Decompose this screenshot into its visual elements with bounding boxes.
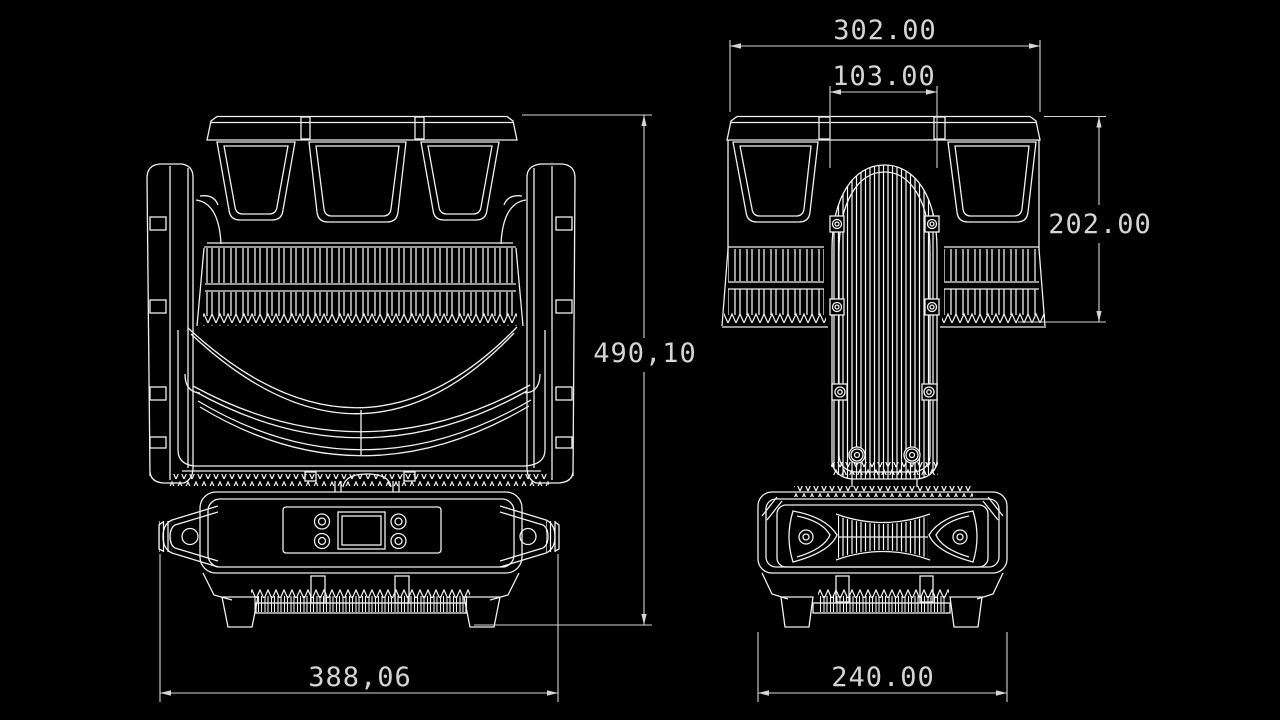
dimension-base-front-width: 388,06: [159, 554, 559, 702]
dimension-label-base-front-width: 388,06: [308, 662, 412, 693]
side-handle-vent: [788, 510, 978, 563]
dimension-label-base-side-width: 240.00: [831, 662, 935, 693]
side-foot-left: [780, 596, 814, 628]
front-heatsink: [196, 242, 524, 327]
front-view: [146, 115, 576, 628]
side-heatsink: [721, 140, 1046, 328]
front-head-shell: [177, 326, 546, 472]
front-right-handle: [499, 505, 560, 568]
side-head-top-band: [726, 115, 1041, 141]
menu-buttons: [313, 513, 407, 550]
side-lens-hoods: [732, 141, 1037, 223]
dimension-head-height: 202.00: [1018, 115, 1152, 323]
dimension-base-side-width: 240.00: [757, 632, 1008, 702]
front-base: [158, 491, 560, 628]
front-foot-right: [463, 596, 501, 628]
dimension-label-yoke-width: 103.00: [832, 61, 936, 92]
front-foot-left: [221, 596, 259, 628]
arm-screws: [829, 215, 940, 464]
dimension-yoke-width: 103.00: [829, 61, 938, 168]
front-head-top-band: [206, 115, 518, 141]
front-pan-joint: [170, 471, 549, 492]
dimension-label-head-width: 302.00: [833, 15, 937, 46]
dimension-head-width: 302.00: [729, 15, 1041, 112]
front-right-yoke-arm: [526, 163, 576, 484]
front-left-handle: [158, 505, 219, 568]
front-left-yoke-arm: [146, 163, 194, 484]
dimension-label-total-height: 490,10: [593, 338, 697, 369]
side-foot-right: [949, 596, 983, 628]
side-base: [757, 486, 1008, 628]
front-lens-hoods: [216, 141, 500, 223]
side-yoke-arm: [829, 164, 940, 487]
side-view: [721, 115, 1046, 628]
front-yoke-bracket-right: [500, 195, 527, 245]
dimensions: 302.00 103.00 202.00 490,10: [159, 15, 1152, 702]
dimension-total-height: 490,10: [474, 114, 697, 626]
front-yoke-bracket-left: [195, 195, 222, 245]
dimension-label-head-height: 202.00: [1048, 209, 1152, 240]
control-panel: [282, 506, 442, 554]
display-screen: [337, 511, 386, 550]
